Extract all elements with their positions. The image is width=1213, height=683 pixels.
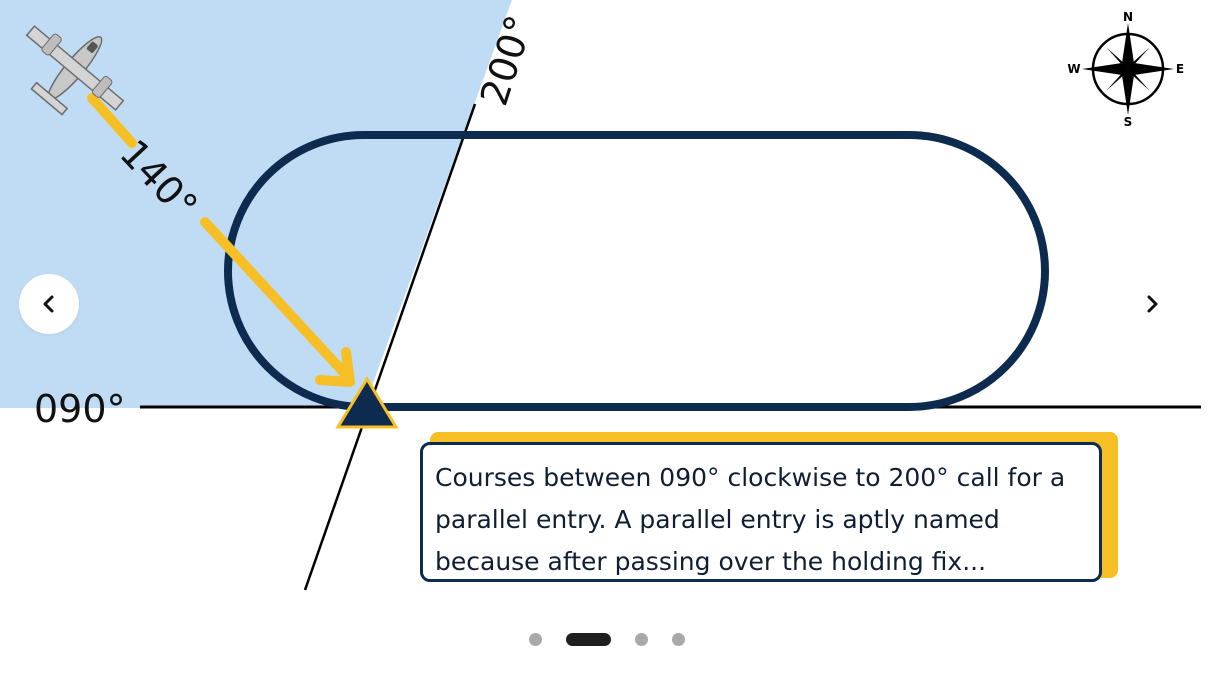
compass-w-label: W bbox=[1067, 62, 1080, 76]
pagination-dot[interactable] bbox=[565, 633, 611, 646]
reference-line-200 bbox=[303, 103, 477, 591]
compass-rose-icon: N S E W bbox=[1067, 10, 1184, 129]
holding-pattern-track bbox=[224, 131, 1049, 411]
next-slide-button[interactable] bbox=[1122, 274, 1182, 334]
compass-n-label: N bbox=[1123, 10, 1133, 24]
airplane-icon bbox=[25, 25, 125, 116]
heading-label-090: 090° bbox=[34, 387, 126, 431]
arrowhead-icon bbox=[315, 347, 355, 387]
compass-s-label: S bbox=[1124, 115, 1133, 129]
chevron-right-icon bbox=[1147, 295, 1158, 313]
slide-pagination bbox=[0, 633, 1213, 647]
compass-e-label: E bbox=[1176, 62, 1184, 76]
caption-card: Courses between 090° clockwise to 200° c… bbox=[420, 432, 1118, 588]
parallel-entry-sector bbox=[0, 0, 512, 408]
inbound-course-arrow bbox=[87, 93, 137, 148]
caption-text: Courses between 090° clockwise to 200° c… bbox=[420, 442, 1102, 582]
chevron-left-icon bbox=[43, 295, 54, 313]
pagination-dot[interactable] bbox=[634, 633, 648, 646]
pagination-dot[interactable] bbox=[528, 633, 542, 646]
holding-fix-triangle-icon bbox=[335, 376, 399, 429]
inbound-course-arrow-tail bbox=[200, 217, 352, 381]
pagination-dot[interactable] bbox=[671, 633, 685, 646]
previous-slide-button[interactable] bbox=[19, 274, 79, 334]
